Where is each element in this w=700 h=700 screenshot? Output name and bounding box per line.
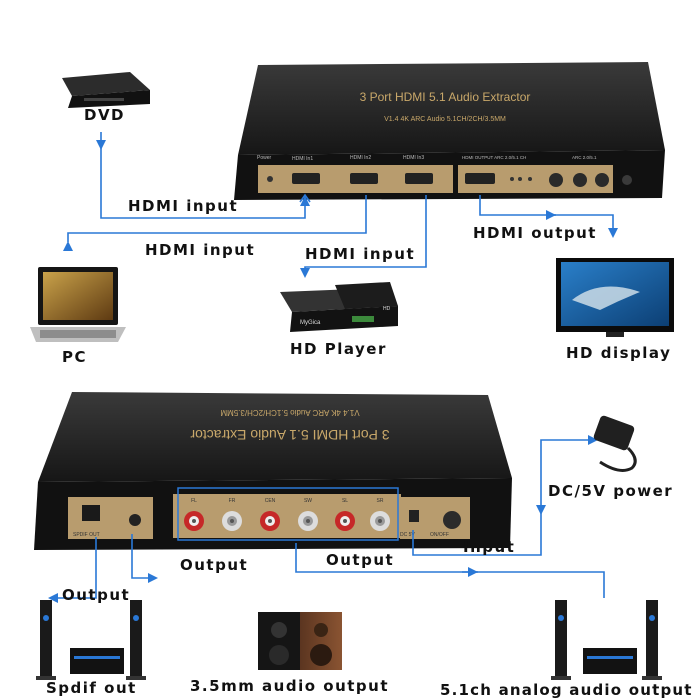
front-label-arc: ARC 2.0/5.1 xyxy=(572,155,597,160)
label-hdmi-input-3: HDMI input xyxy=(305,245,416,263)
label-input: Input xyxy=(463,538,516,556)
ch-label-cen: CEN xyxy=(265,498,276,504)
power-led xyxy=(267,176,273,182)
line-analog-a xyxy=(295,543,478,573)
line-in2-pc xyxy=(67,195,367,242)
bookshelf-speakers xyxy=(258,612,342,670)
analog-speaker-set xyxy=(551,600,662,680)
front-label-out: HDMI OUTPUT ARC 2.0/5.1 CH xyxy=(462,155,526,160)
knob-1 xyxy=(549,173,563,187)
ch-label-fl: FL xyxy=(191,498,197,504)
label-spdif-out: Spdif out xyxy=(46,679,137,697)
extractor-rear-device: 3 Port HDMI 5.1 Audio Extractor V1.4 4K … xyxy=(34,392,512,550)
front-label-in1: HDMI In1 xyxy=(292,156,313,162)
label-output-center: Output xyxy=(180,556,249,574)
label-hdmi-input-2: HDMI input xyxy=(145,241,256,259)
front-label-in2: HDMI In2 xyxy=(350,155,371,161)
line-35mm xyxy=(131,534,154,579)
device-title: 3 Port HDMI 5.1 Audio Extractor xyxy=(360,90,531,104)
label-51ch-analog: 5.1ch analog audio output xyxy=(440,681,693,699)
rear-device-subtitle: V1.4 4K ARC Audio 5.1CH/2CH/3.5MM xyxy=(220,408,360,417)
label-hd-display: HD display xyxy=(566,344,672,362)
label-dvd: DVD xyxy=(84,106,126,124)
power-switch xyxy=(443,511,461,529)
front-label-in3: HDMI In3 xyxy=(403,155,424,161)
rear-label-dc: DC 5V xyxy=(400,532,415,538)
rear-label-spdif: SPDIF OUT xyxy=(73,532,100,538)
line-power xyxy=(412,439,590,556)
knob-3 xyxy=(595,173,609,187)
rca-jack-fr xyxy=(222,511,242,531)
front-label-power: Power xyxy=(257,155,272,161)
ch-label-sr: SR xyxy=(377,498,384,504)
label-hdmi-input-1: HDMI input xyxy=(128,197,239,215)
dvd-player-image xyxy=(62,72,150,108)
ch-label-sw: SW xyxy=(304,498,312,504)
label-hd-player: HD Player xyxy=(290,340,387,358)
player-badge: HD xyxy=(383,306,391,312)
hd-player-image: MyGica HD xyxy=(280,282,398,332)
label-35mm-audio: 3.5mm audio output xyxy=(190,677,390,695)
rca-jack-fl xyxy=(184,511,204,531)
rca-jack-cen xyxy=(260,511,280,531)
pc-laptop-image xyxy=(30,267,126,342)
rear-device-title: 3 Port HDMI 5.1 Audio Extractor xyxy=(190,427,390,443)
rear-label-onoff: ON/OFF xyxy=(430,532,449,538)
line-dvd-in1 xyxy=(100,132,306,219)
power-adapter-image xyxy=(593,415,637,472)
player-brand: MyGica xyxy=(300,320,321,326)
spdif-port xyxy=(82,505,100,521)
label-output-right: Output xyxy=(326,551,395,569)
extractor-front-device: 3 Port HDMI 5.1 Audio Extractor V1.4 4K … xyxy=(234,62,665,200)
hdmi-in3-port xyxy=(405,173,433,184)
device-subtitle: V1.4 4K ARC Audio 5.1CH/2CH/3.5MM xyxy=(384,116,506,123)
hdmi-in2-port xyxy=(350,173,378,184)
rca-jack-sl xyxy=(335,511,355,531)
rca-jack-sr xyxy=(370,511,390,531)
label-output-left: Output xyxy=(62,586,131,604)
line-analog-b xyxy=(462,571,605,598)
ch-label-sl: SL xyxy=(342,498,348,504)
dc-5v-jack xyxy=(409,510,419,522)
spdif-speaker-set xyxy=(36,600,146,680)
rca-jack-sw xyxy=(298,511,318,531)
rear-panel-center xyxy=(173,494,401,538)
rca-group-outline xyxy=(177,487,399,541)
hdmi-out-port xyxy=(465,173,495,184)
ch-label-fr: FR xyxy=(229,498,236,504)
label-pc: PC xyxy=(62,348,88,366)
line-spdif xyxy=(50,537,97,599)
jack-35mm xyxy=(129,514,141,526)
hdmi-in1-port xyxy=(292,173,320,184)
knob-2 xyxy=(573,173,587,187)
label-hdmi-output: HDMI output xyxy=(473,224,597,242)
label-dc-power: DC/5V power xyxy=(548,482,674,500)
dc-jack-front xyxy=(622,175,632,185)
connector-arrowheads xyxy=(48,140,618,603)
hd-display-image xyxy=(556,258,674,337)
